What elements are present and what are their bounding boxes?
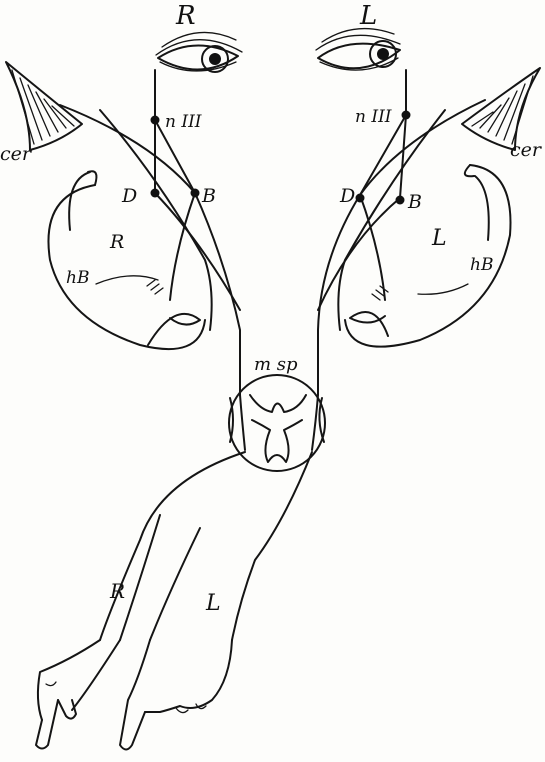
label-labyrinth-left: L: [431, 226, 447, 251]
label-eye-right: R: [175, 1, 196, 31]
label-arm-right: R: [109, 579, 125, 603]
label-arm-left: L: [205, 591, 221, 616]
label-canal-left: hB: [470, 255, 493, 275]
label-nucleus-left: n III: [355, 107, 392, 127]
label-canal-right: hB: [66, 268, 89, 288]
node-d-right: [151, 189, 160, 198]
label-eye-left: L: [359, 1, 377, 31]
label-deiters-left: D: [339, 185, 355, 207]
node-d-left: [356, 194, 365, 203]
cerebellum-left: [462, 68, 540, 150]
node-b-left: [396, 196, 405, 205]
label-cerebellum-right: cer: [0, 143, 33, 165]
label-bechterew-left: B: [407, 191, 422, 213]
node-n3-left: [402, 111, 411, 120]
left-eye: [316, 29, 400, 71]
pathways-left: [312, 70, 485, 450]
label-cerebellum-left: cer: [510, 139, 543, 161]
node-n3-right: [151, 116, 160, 125]
label-labyrinth-right: R: [109, 231, 124, 253]
node-b-right: [191, 189, 200, 198]
label-nucleus-right: n III: [165, 112, 202, 132]
pathways-right: [60, 70, 245, 450]
label-spinal-cord: m sp: [254, 354, 298, 375]
label-deiters-right: D: [121, 185, 137, 207]
label-bechterew-right: B: [201, 185, 216, 207]
cerebellum-right: [6, 62, 82, 150]
right-eye: [156, 32, 242, 72]
